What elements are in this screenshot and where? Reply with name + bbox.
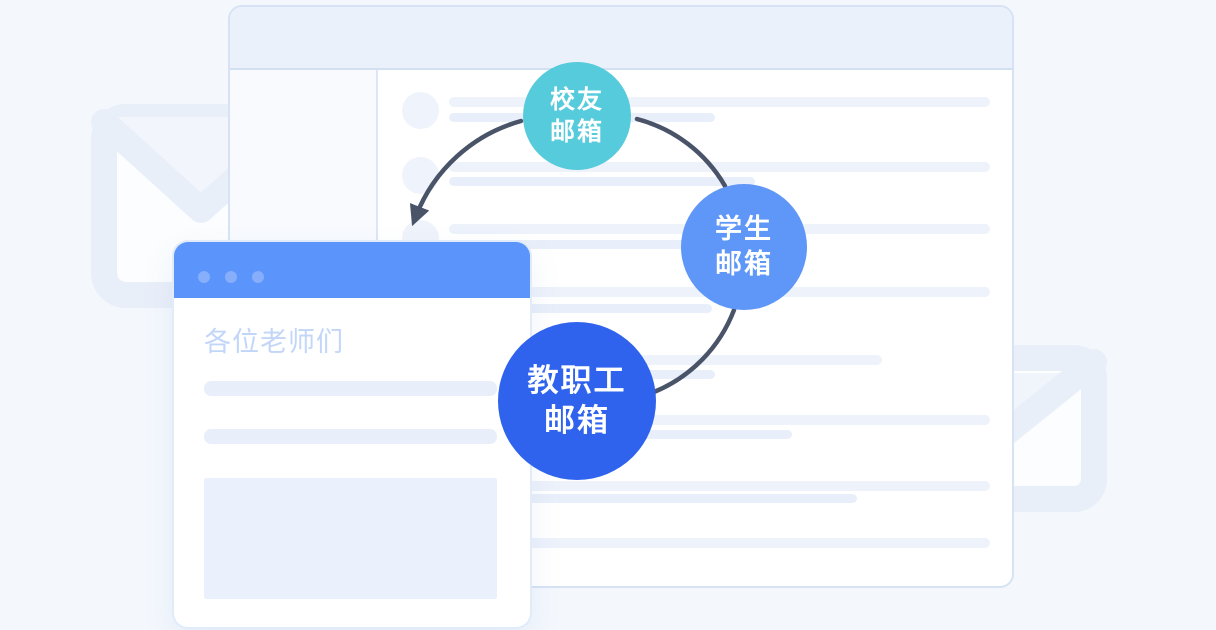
avatar: [402, 157, 439, 194]
list-row-line: [449, 481, 990, 491]
list-row-line: [449, 538, 990, 548]
window-dot-icon: [252, 271, 264, 283]
avatar: [402, 92, 439, 129]
list-row-line: [449, 415, 990, 425]
list-row-line: [449, 97, 990, 107]
compose-window: 各位老师们: [174, 242, 530, 627]
compose-body-block: [204, 478, 497, 599]
compose-greeting-text: 各位老师们: [204, 327, 344, 357]
list-row-line: [449, 177, 755, 186]
list-row-line: [449, 240, 752, 249]
student-mailbox-bubble: 学生 邮箱: [681, 184, 807, 310]
list-row-line: [449, 304, 712, 313]
compose-body-line: [204, 429, 497, 444]
bubble-label-line: 学生: [715, 213, 773, 244]
bubble-label-line: 邮箱: [549, 118, 604, 146]
compose-window-header: [174, 242, 530, 298]
list-row-line: [449, 494, 857, 503]
window-dot-icon: [198, 271, 210, 283]
staff-mailbox-bubble: 教职工 邮箱: [498, 322, 656, 480]
mailbox-window-header: [230, 7, 1012, 70]
bubble-label-line: 教职工: [527, 362, 627, 398]
window-dot-icon: [225, 271, 237, 283]
compose-body-line: [204, 381, 497, 396]
bubble-label-line: 邮箱: [544, 403, 610, 438]
bubble-label-line: 校友: [549, 85, 604, 114]
list-row-line: [449, 162, 990, 172]
bubble-label-line: 邮箱: [715, 249, 773, 279]
alumni-mailbox-bubble: 校友 邮箱: [523, 62, 631, 170]
